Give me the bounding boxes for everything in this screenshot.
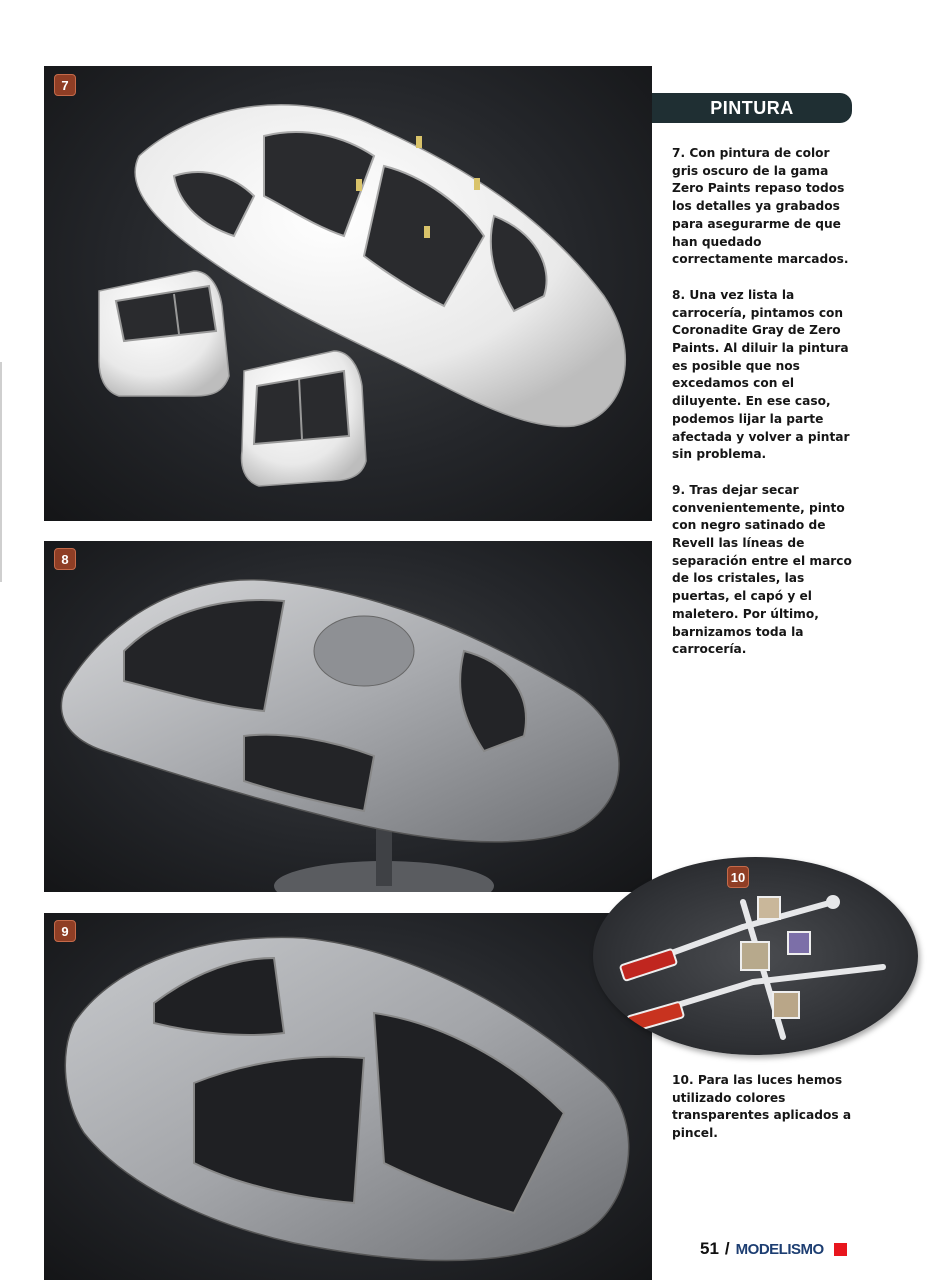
footer-separator: / [724,1239,730,1258]
silver-car-body-illustration [60,579,620,892]
photo-step-10 [593,857,918,1055]
section-title: PINTURA [652,93,852,123]
red-square-icon [833,1242,847,1256]
step-badge-9: 9 [54,920,76,942]
page-number: 51 [700,1239,719,1258]
paragraph-step-7: 7. Con pintura de color gris oscuro de l… [672,146,849,267]
step-badge-8: 8 [54,548,76,570]
paragraph-step-10: 10. Para las luces hemos utilizado color… [672,1073,852,1141]
white-car-body-illustration [98,104,627,487]
silver-car-body-top-illustration [64,936,630,1262]
step-badge-7: 7 [54,74,76,96]
page-edge-line [0,362,2,582]
light-parts-sprue-illustration [619,895,886,1040]
photo-step-9: 9 [44,913,652,1280]
paragraph-step-9: 9. Tras dejar secar convenientemente, pi… [672,482,852,657]
photo-step-7: 7 [44,66,652,521]
paragraph-step-8: 8. Una vez lista la carrocería, pintamos… [672,287,850,462]
body-text-column: 7. Con pintura de color gris oscuro de l… [672,145,857,677]
caption-step-10: 10. Para las luces hemos utilizado color… [672,1072,857,1161]
page-footer: 51 / MODELISMO [700,1238,847,1260]
step-badge-10: 10 [727,866,749,888]
photo-step-8: 8 [44,541,652,892]
magazine-logo: MODELISMO [735,1240,825,1258]
